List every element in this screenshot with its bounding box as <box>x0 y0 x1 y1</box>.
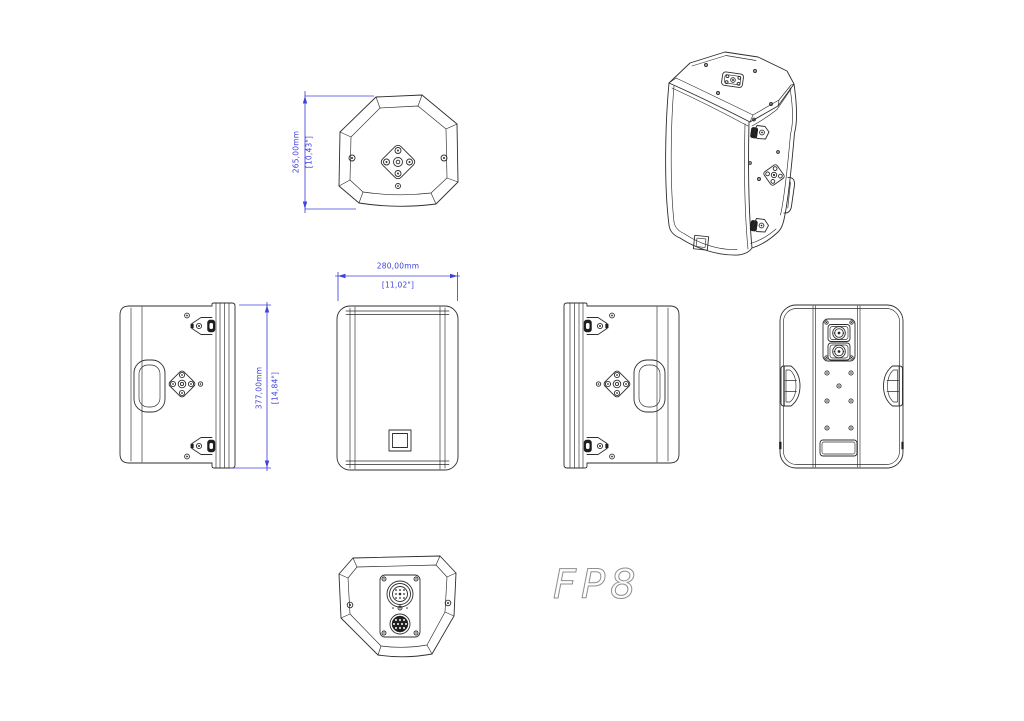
rear-handle-right <box>883 365 903 407</box>
depth-dimension-mm: 265,00mm <box>291 130 301 174</box>
mount-plate-side <box>595 370 631 398</box>
iso-rigging-bracket-top <box>750 117 770 140</box>
product-label-text: FP8 <box>553 562 641 608</box>
iso-top-screws <box>704 63 773 106</box>
carry-handle <box>633 359 666 413</box>
front-view <box>336 305 459 471</box>
pole-mount-plate-top <box>380 144 416 189</box>
top-side-screws <box>348 154 448 162</box>
label-plate <box>819 439 858 457</box>
iso-pole-mount-plate <box>721 71 744 88</box>
mount-plate-side <box>168 370 204 398</box>
bottom-outline <box>338 555 457 658</box>
rigging-bracket-bottom <box>583 437 615 460</box>
isometric-view <box>665 51 797 256</box>
height-dimension-inch: [14,84"] <box>270 371 280 405</box>
iso-mount-plate-side <box>763 164 785 186</box>
width-dimension-mm: 280,00mm <box>376 261 420 271</box>
carry-handle <box>133 359 166 413</box>
width-dimension-line <box>335 272 460 301</box>
iso-rigging-bracket-bottom <box>749 218 769 233</box>
bottom-side-screws <box>346 599 452 609</box>
iso-front-face <box>665 82 753 256</box>
rigging-bracket-top <box>583 312 615 335</box>
rear-outline <box>779 304 904 469</box>
pole-socket <box>386 580 414 608</box>
front-outline <box>336 305 459 471</box>
iso-side-face <box>750 83 797 249</box>
top-view-outline <box>338 94 459 207</box>
width-dimension-inch: [11,02"] <box>381 280 415 290</box>
bottom-connector-plate <box>379 574 421 638</box>
height-dimension-mm: 377,00mm <box>254 366 264 410</box>
depth-dimension-line <box>302 91 374 213</box>
connector-panel <box>822 318 856 362</box>
rear-screws <box>824 370 854 431</box>
side-outline <box>563 302 680 469</box>
rigging-bracket-top <box>184 312 216 335</box>
rear-handle-left <box>780 365 801 407</box>
iso-logo-badge <box>692 234 710 251</box>
speakon-connector-2 <box>827 342 851 361</box>
depth-dimension-inch: [10,43"] <box>304 135 314 169</box>
product-label: FP8 <box>553 562 641 609</box>
bottom-view <box>338 555 457 658</box>
rigging-bracket-bottom <box>184 437 216 460</box>
iso-top-face <box>668 51 795 127</box>
iso-carry-handle <box>783 177 795 214</box>
speakon-connector-1 <box>827 324 851 342</box>
multipin-connector <box>389 613 411 635</box>
rear-view <box>779 304 904 469</box>
height-dimension-line <box>230 302 271 471</box>
top-view <box>338 94 459 207</box>
iso-side-screws <box>748 150 780 181</box>
right-side-view <box>563 302 680 469</box>
logo-badge <box>388 429 412 452</box>
